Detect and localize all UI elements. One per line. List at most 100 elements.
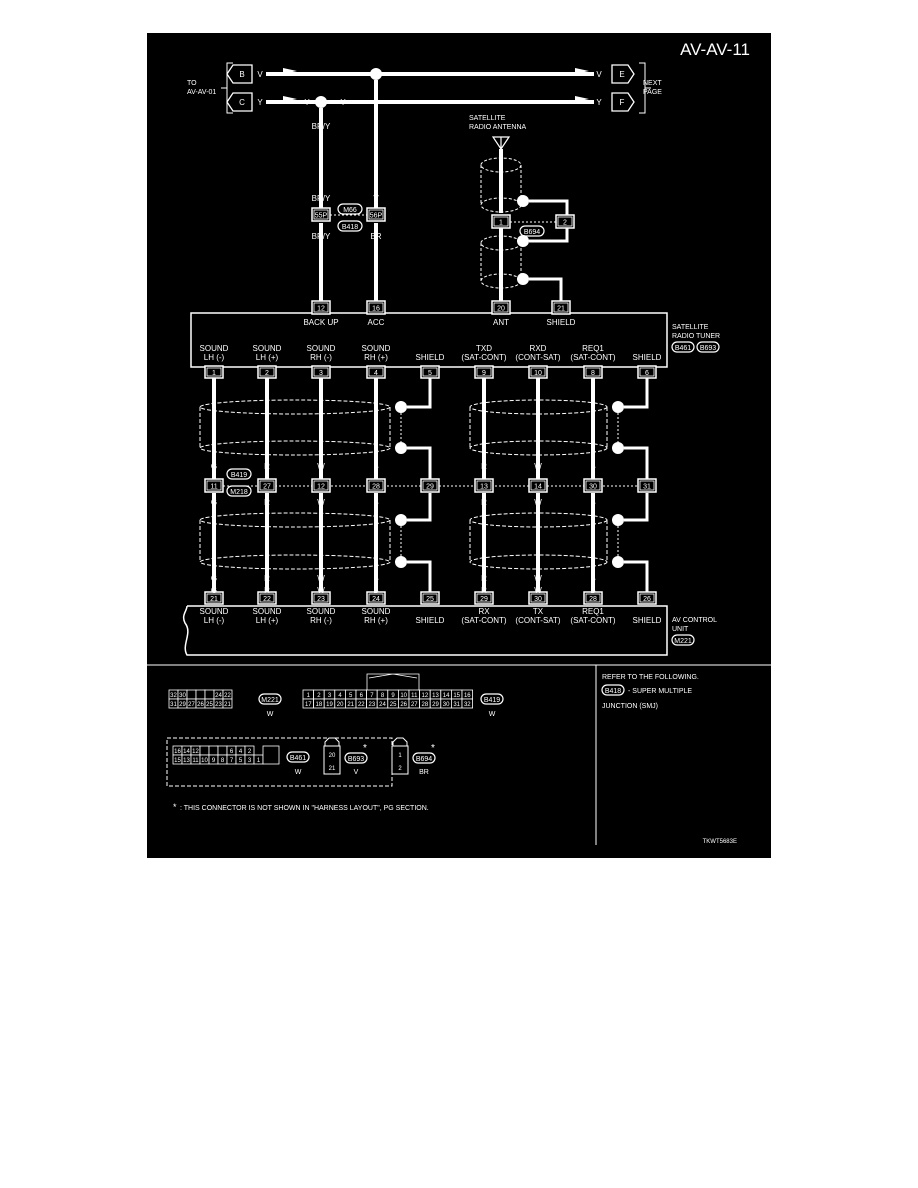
wire-color-bottom2: G bbox=[211, 586, 217, 595]
connector-view-m221-pin: 27 bbox=[188, 702, 195, 708]
connector-view-b461-pin: 9 bbox=[212, 758, 216, 764]
tuner-top-pin-inner bbox=[313, 302, 329, 313]
junction-pin-56p-number: 56P bbox=[370, 213, 383, 220]
wire-color-lower: R bbox=[481, 498, 487, 507]
av-unit-pin-inner bbox=[585, 593, 601, 603]
tuner-bottom-pin-number: 3 bbox=[319, 370, 323, 377]
av-control-unit-box bbox=[182, 605, 668, 656]
shield-group-sound-upper bbox=[199, 440, 391, 456]
tuner-bottom-pin bbox=[257, 365, 277, 379]
tuner-pin-label-2: (CONT-SAT) bbox=[515, 353, 561, 362]
connector-id-b418-text: B418 bbox=[342, 224, 358, 231]
tuner-top-pin-number: 16 bbox=[372, 306, 380, 313]
wire-color-bottom: B bbox=[590, 574, 595, 583]
figure-code: TKWT5683E bbox=[703, 839, 737, 845]
connector-view-b419-pin: 1 bbox=[307, 693, 311, 699]
av-unit-pin-number: 21 bbox=[210, 596, 218, 603]
tuner-bottom-pin bbox=[637, 365, 657, 379]
connector-id-m218 bbox=[226, 485, 252, 497]
wire-color-br: BR bbox=[370, 232, 381, 241]
tuner-pin-label-2: (SAT-CONT) bbox=[570, 353, 616, 362]
bus-wire-color-left: Y bbox=[257, 98, 263, 107]
connector-view-b419-pin: 20 bbox=[337, 702, 344, 708]
shield-group-sound-upper bbox=[199, 399, 391, 415]
wire-color-bottom: B bbox=[373, 574, 378, 583]
connector-view-m221-cell bbox=[186, 689, 197, 700]
right-connector-letter: F bbox=[620, 98, 625, 107]
inline-connector-pin-number: 12 bbox=[317, 484, 325, 491]
antenna-pin-2 bbox=[555, 214, 575, 229]
inline-connector-pin-number: 27 bbox=[263, 484, 271, 491]
satellite-radio-tuner-box bbox=[190, 312, 668, 368]
wire-color-bottom: G bbox=[211, 574, 217, 583]
connector-view-b694-id-text: B694 bbox=[416, 756, 432, 763]
shield-group-sound-lower bbox=[199, 554, 391, 570]
antenna-pin-2-number: 2 bbox=[563, 220, 567, 227]
tuner-pin-label-2: LH (+) bbox=[256, 353, 279, 362]
connector-view-b461-color: W bbox=[295, 769, 302, 776]
tuner-bottom-pin-number: 9 bbox=[482, 370, 486, 377]
tuner-pin-label-1: SOUND bbox=[253, 344, 282, 353]
shield-group-data-upper bbox=[469, 399, 608, 415]
shield-drain bbox=[407, 493, 432, 522]
connector-view-m221-pin: 22 bbox=[224, 693, 231, 699]
antenna-pin-1 bbox=[491, 214, 511, 229]
av-unit-pin-inner bbox=[639, 593, 655, 603]
inline-connector-pin bbox=[474, 478, 494, 493]
connector-view-b461-pin: 12 bbox=[192, 749, 199, 755]
tuner-pin-label-2: SHIELD bbox=[416, 353, 445, 362]
shield-drain bbox=[624, 378, 649, 409]
connector-view-b419-pin: 21 bbox=[347, 702, 354, 708]
av-unit-pin bbox=[583, 591, 603, 605]
right-brace bbox=[639, 62, 651, 114]
inline-connector-pin-number: 30 bbox=[589, 484, 597, 491]
tuner-top-pin bbox=[491, 300, 511, 315]
inline-connector-pin-number: 28 bbox=[372, 484, 380, 491]
shield-ellipse bbox=[480, 157, 522, 173]
connector-view-b419-pin: 30 bbox=[443, 702, 450, 708]
av-unit-pin bbox=[474, 591, 494, 605]
wire-color-bottom2: W bbox=[317, 586, 325, 595]
tuner-top-pin-label: ACC bbox=[368, 318, 385, 327]
connector-view-b461-pin: 2 bbox=[248, 749, 252, 755]
tuner-name-2: RADIO TUNER bbox=[672, 333, 720, 340]
inline-connector-pin bbox=[257, 478, 277, 493]
connector-view-m221-pin: 26 bbox=[197, 702, 204, 708]
tuner-top-pin-number: 20 bbox=[497, 306, 505, 313]
antenna-label-2: RADIO ANTENNA bbox=[469, 124, 527, 131]
av-unit-pin bbox=[257, 591, 277, 605]
av-unit-pin-label-2: SHIELD bbox=[416, 616, 445, 625]
right-ref-line2: PAGE bbox=[643, 89, 662, 96]
shield-wire bbox=[529, 277, 563, 301]
connector-view-b461-cell bbox=[217, 745, 228, 756]
connector-id-b461-text: B461 bbox=[675, 345, 691, 352]
av-unit-pin bbox=[420, 591, 440, 605]
wire-color-bry-upper: BR/Y bbox=[312, 122, 331, 131]
shield-ground-dot bbox=[395, 401, 407, 413]
tuner-top-pin-label: BACK UP bbox=[303, 318, 338, 327]
tuner-top-pin-label: ANT bbox=[493, 318, 509, 327]
connector-id-b419 bbox=[226, 468, 252, 480]
wire-color-bottom2: B bbox=[373, 586, 378, 595]
connector-view-b419-pin: 23 bbox=[369, 702, 376, 708]
av-unit-pin-number: 28 bbox=[589, 596, 597, 603]
inline-connector-pin bbox=[583, 478, 603, 493]
connector-view-b419-cell bbox=[461, 698, 474, 709]
connector-view-b693-id bbox=[344, 752, 368, 764]
tuner-bottom-pin bbox=[583, 365, 603, 379]
inline-connector-pin-number: 13 bbox=[480, 484, 488, 491]
connector-view-b461-cell bbox=[199, 745, 210, 756]
tuner-bottom-pin bbox=[474, 365, 494, 379]
inline-connector-pin-number: 14 bbox=[534, 484, 542, 491]
wire-color-y: Y bbox=[304, 98, 310, 107]
wire-color-lower: G bbox=[211, 498, 217, 507]
wire-color-bottom2: R bbox=[264, 586, 270, 595]
connector-view-b419-pin: 2 bbox=[317, 693, 321, 699]
tuner-bottom-pin-number: 2 bbox=[265, 370, 269, 377]
inline-connector-pin-inner bbox=[368, 480, 384, 491]
connector-view-b461-pin: 6 bbox=[230, 749, 234, 755]
left-off-page-connector bbox=[226, 64, 253, 84]
splice-dot-backup bbox=[315, 96, 327, 108]
wire-color-upper: G bbox=[211, 462, 217, 471]
